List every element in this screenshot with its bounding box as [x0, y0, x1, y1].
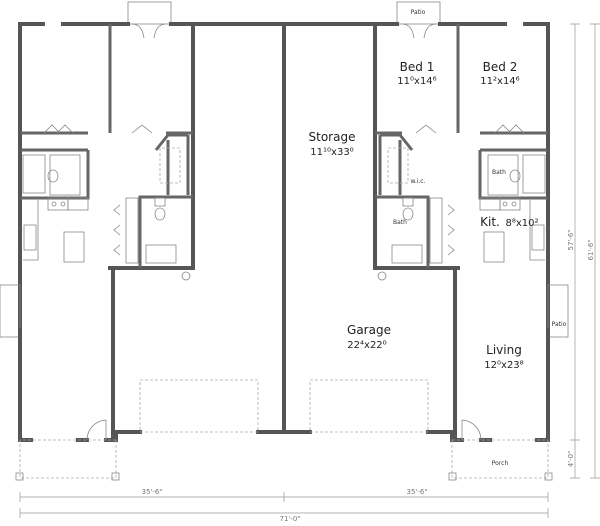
room-size-bed1: 11⁰x14⁶: [397, 76, 436, 87]
room-label-storage: Storage: [309, 130, 356, 144]
room-label-bed2: Bed 2: [483, 60, 518, 74]
dim-porch-depth: 4'-0": [567, 451, 575, 468]
room-size-living: 12⁰x23⁸: [484, 360, 523, 371]
dim-left-width: 35'-6": [141, 488, 162, 496]
dimension-lines: [19, 23, 600, 518]
label-bath-master: Bath: [492, 169, 506, 176]
dim-depth-total: 61'-6": [587, 239, 595, 260]
label-wic: w.i.c.: [410, 178, 425, 185]
dim-right-width: 35'-6": [406, 488, 427, 496]
room-label-bed1: Bed 1: [400, 60, 435, 74]
dim-total-width: 71'-0": [279, 515, 300, 523]
room-label-kitchen: Kit.: [480, 215, 500, 229]
left-unit: [0, 0, 286, 482]
room-label-garage: Garage: [347, 323, 391, 337]
dim-depth-main: 57'-6": [567, 229, 575, 250]
label-patio-top: Patio: [411, 9, 426, 16]
room-size-kitchen: 8⁸x10²: [505, 218, 538, 229]
label-bath-main: Bath: [393, 219, 407, 226]
room-size-garage: 22⁴x22⁰: [347, 340, 386, 351]
label-patio-side: Patio: [552, 321, 567, 328]
room-size-storage: 11¹⁰x33⁰: [310, 147, 353, 158]
room-size-bed2: 11²x14⁶: [480, 76, 519, 87]
label-porch: Porch: [492, 460, 509, 467]
room-label-living: Living: [486, 343, 522, 357]
